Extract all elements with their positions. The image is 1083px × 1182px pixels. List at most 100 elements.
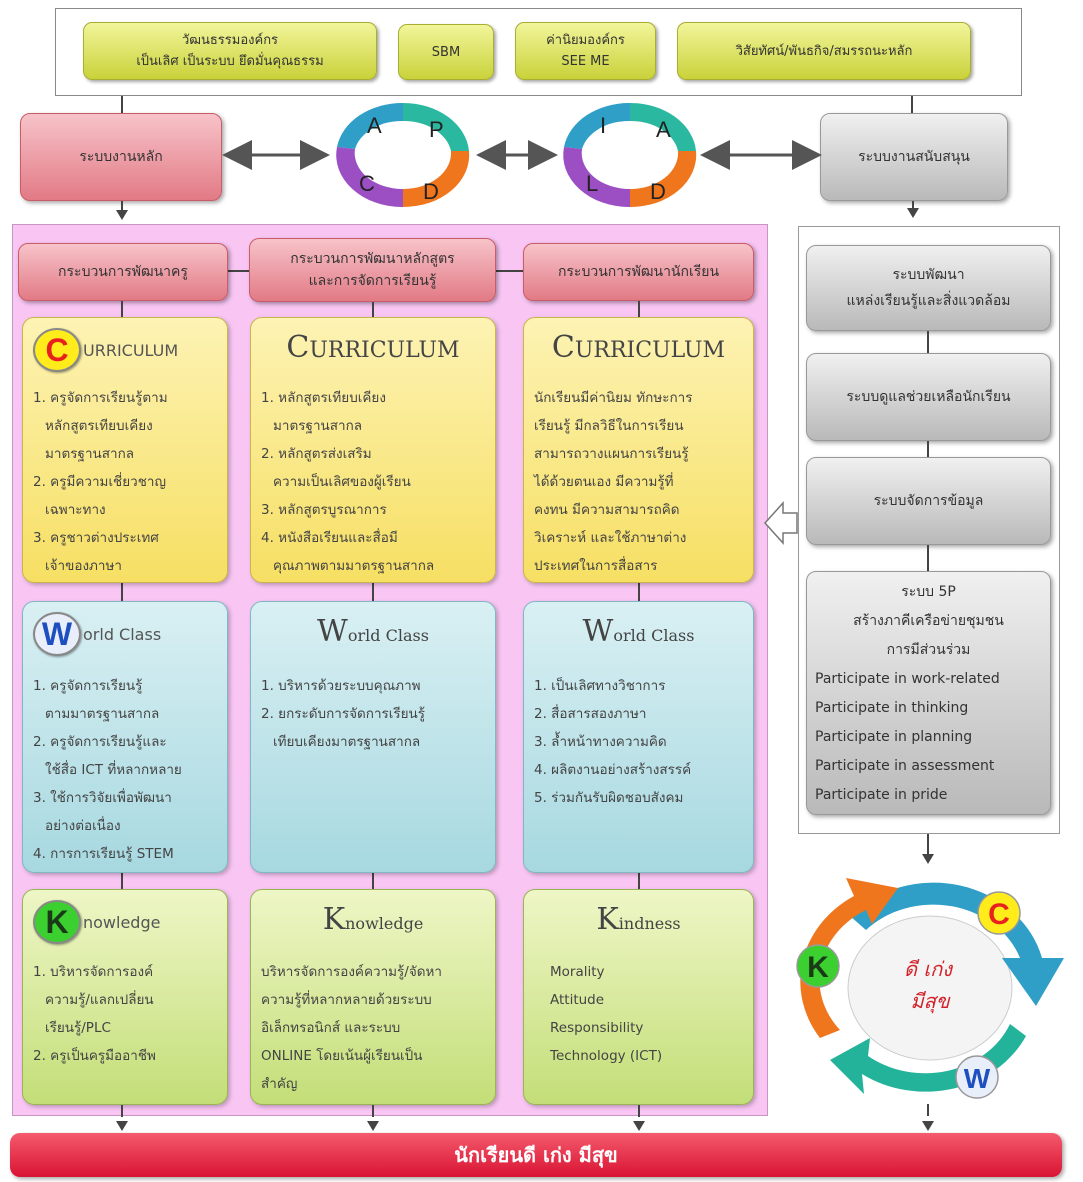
footer-label: นักเรียนดี เก่ง มีสุข — [454, 1143, 618, 1167]
list-item: Morality — [550, 964, 605, 980]
student-process-label: กระบวนการพัฒนานักเรียน — [557, 264, 720, 280]
support-box-line: ระบบจัดการข้อมูล — [873, 493, 984, 509]
knowledge-teacher-card: K nowledge 1. บริหารจัดการองค์ ความรู้/แ… — [22, 889, 228, 1105]
k-badge-icon: K — [33, 900, 81, 944]
list-item: ความเป็นเลิศของผู้เรียน — [273, 474, 411, 490]
list-item: หลักสูตรเทียบเคียง — [45, 418, 153, 434]
knowledge-heading: K nowledge — [33, 900, 160, 944]
list-item: คงทน มีความสามารถคิด — [534, 502, 680, 518]
connector — [638, 1105, 640, 1117]
list-item: ONLINE โดยเน้นผู้เรียนเป็น — [261, 1048, 423, 1064]
curriculum-heading: CURRICULUM — [551, 330, 726, 365]
org-values-title: ค่านิยมองค์กร — [546, 33, 625, 48]
org-culture-title: วัฒนธรรมองค์กร — [181, 33, 279, 48]
list-item: อย่างต่อเนื่อง — [45, 818, 121, 834]
support-system-box: ระบบงานสนับสนุน — [820, 113, 1008, 201]
vision-box: วิสัยทัศน์/พันธกิจ/สมรรถนะหลัก — [677, 22, 971, 80]
connector — [121, 1105, 123, 1117]
connector — [927, 441, 929, 457]
knowledge-course-card: Knowledge บริหารจัดการองค์ความรู้/จัดหา … — [250, 889, 496, 1105]
list-item: ใช้สื่อ ICT ที่หลากหลาย — [45, 762, 182, 778]
org-values-box: ค่านิยมองค์กร SEE ME — [515, 22, 656, 80]
list-item: วิเคราะห์ และใช้ภาษาต่าง — [534, 530, 687, 546]
iadl-cycle: I A D L — [563, 102, 697, 208]
hollow-left-arrow-icon — [763, 501, 798, 545]
support-box-line: ระบบพัฒนา — [892, 267, 965, 283]
connector — [638, 583, 640, 601]
knowledge-teacher-list: 1. บริหารจัดการองค์ ความรู้/แลกเปลี่ยน เ… — [33, 958, 219, 1070]
goal-badge-w-icon — [955, 1055, 999, 1099]
list-item: Responsibility — [550, 1020, 644, 1036]
teacher-process-label: กระบวนการพัฒนาครู — [58, 264, 188, 280]
list-item: 2. ครูมีความเชี่ยวชาญ — [33, 474, 166, 490]
list-item: 1. บริหารด้วยระบบคุณภาพ — [261, 678, 421, 694]
list-item: 1. บริหารจัดการองค์ — [33, 964, 154, 980]
list-item: 2. สื่อสารสองภาษา — [534, 706, 647, 722]
list-item: 3. หลักสูตรบูรณาการ — [261, 502, 387, 518]
list-item: 3. ครูชาวต่างประเทศ — [33, 530, 159, 546]
list-item: มาตรฐานสากล — [45, 446, 135, 462]
worldclass-teacher-card: W orld Class 1. ครูจัดการเรียนรู้ ตามมาต… — [22, 601, 228, 873]
worldclass-course-list: 1. บริหารด้วยระบบคุณภาพ 2. ยกระดับการจัด… — [261, 672, 487, 756]
support-box-line: ระบบดูแลช่วยเหลือนักเรียน — [846, 389, 1011, 405]
connector — [638, 301, 640, 317]
list-item: สำคัญ — [261, 1076, 298, 1092]
curriculum-student-list: นักเรียนมีค่านิยม ทักษะการ เรียนรู้ มีกล… — [534, 384, 745, 580]
list-item: 1. ครูจัดการเรียนรู้ — [33, 678, 143, 694]
list-item: ความรู้/แลกเปลี่ยน — [45, 992, 154, 1008]
curriculum-heading-rest: URRICULUM — [83, 340, 179, 360]
connector — [927, 331, 929, 353]
org-culture-box: วัฒนธรรมองค์กร เป็นเลิศ เป็นระบบ ยึดมั่น… — [83, 22, 377, 80]
list-item: เรียนรู้ มีกลวิธีในการเรียน — [534, 418, 684, 434]
list-item: 4. การการเรียนรู้ STEM — [33, 846, 174, 862]
support-box-line: Participate in pride — [815, 787, 948, 803]
worldclass-heading: W orld Class — [33, 612, 161, 656]
vision-label: วิสัยทัศน์/พันธกิจ/สมรรถนะหลัก — [735, 43, 913, 59]
support-system-label: ระบบงานสนับสนุน — [858, 149, 970, 165]
list-item: เฉพาะทาง — [45, 502, 106, 518]
goal-badge-c-icon — [977, 891, 1021, 935]
support-student-care-box: ระบบดูแลช่วยเหลือนักเรียน — [806, 353, 1051, 441]
arrow-down — [922, 854, 934, 864]
support-data-management-box: ระบบจัดการข้อมูล — [806, 457, 1051, 545]
list-item: เรียนรู้/PLC — [45, 1020, 111, 1036]
arrow-down — [907, 208, 919, 218]
connector — [912, 201, 914, 211]
arrow-down — [367, 1121, 379, 1131]
goal-badge-k-icon — [796, 944, 840, 988]
list-item: นักเรียนมีค่านิยม ทักษะการ — [534, 390, 693, 406]
curriculum-course-list: 1. หลักสูตรเทียบเคียง มาตรฐานสากล 2. หลั… — [261, 384, 487, 580]
list-item: เทียบเคียงมาตรฐานสากล — [273, 734, 421, 750]
list-item: 2. หลักสูตรส่งเสริม — [261, 446, 372, 462]
list-item: คุณภาพตามมาตรฐานสากล — [273, 558, 435, 574]
list-item: ได้ด้วยตนเอง มีความรู้ที่ — [534, 474, 674, 490]
connector — [121, 301, 123, 317]
pdca-cycles: A P D C I A D L — [222, 102, 822, 208]
list-item: บริหารจัดการองค์ความรู้/จัดหา — [261, 964, 443, 980]
list-item: 1. หลักสูตรเทียบเคียง — [261, 390, 386, 406]
student-process-header: กระบวนการพัฒนานักเรียน — [523, 243, 754, 301]
support-learning-resources-box: ระบบพัฒนา แหล่งเรียนรู้และสิ่งแวดล้อม — [806, 245, 1051, 331]
worldclass-heading: World Class — [582, 614, 695, 649]
curriculum-course-card: CURRICULUM 1. หลักสูตรเทียบเคียง มาตรฐาน… — [250, 317, 496, 583]
kindness-heading: Kindness — [596, 902, 681, 937]
list-item: Attitude — [550, 992, 605, 1008]
support-box-line: แหล่งเรียนรู้และสิ่งแวดล้อม — [846, 293, 1011, 309]
worldclass-course-card: World Class 1. บริหารด้วยระบบคุณภาพ 2. ย… — [250, 601, 496, 873]
list-item: ตามมาตรฐานสากล — [45, 706, 160, 722]
curriculum-process-label-2: และการจัดการเรียนรู้ — [308, 273, 437, 289]
list-item: 1. ครูจัดการเรียนรู้ตาม — [33, 390, 168, 406]
cycle-letter: D — [650, 179, 666, 204]
arrow-down — [922, 1121, 934, 1131]
apdc-cycle: A P D C — [336, 102, 470, 208]
list-item: 4. ผลิตงานอย่างสร้างสรรค์ — [534, 762, 692, 778]
kindness-student-card: Kindness Morality Attitude Responsibilit… — [523, 889, 754, 1105]
list-item: ความรู้ที่หลากหลายด้วยระบบ — [261, 992, 432, 1008]
support-box-line: ระบบ 5P — [901, 584, 956, 600]
goal-cycle: C K W ดี เก่ง มีสุข — [796, 878, 1064, 1099]
curriculum-process-label: กระบวนการพัฒนาหลักสูตร — [290, 251, 455, 267]
connector — [121, 583, 123, 601]
curriculum-heading: CURRICULUM — [286, 330, 460, 365]
support-box-line: Participate in thinking — [815, 700, 969, 716]
list-item: 2. ครูจัดการเรียนรู้และ — [33, 734, 167, 750]
